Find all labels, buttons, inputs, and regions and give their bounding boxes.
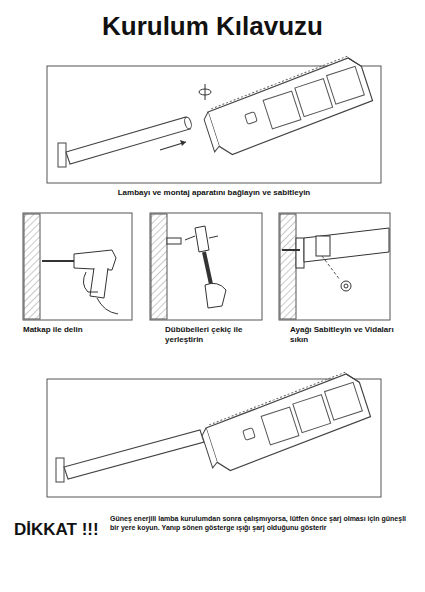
warning-heading: DİKKAT !!! xyxy=(14,519,109,540)
step-caption: Dübübelleri çekiç ile yerleştirin xyxy=(165,325,270,345)
step-caption: Ayağı Sabitleyin ve Vidaları sıkın xyxy=(290,325,395,345)
step-caption: Matkap ile delin xyxy=(23,325,138,335)
warning-note: Güneş enerjili lamba kurulumdan sonra ça… xyxy=(110,515,415,533)
title: Kurulum Kılavuzu xyxy=(0,10,425,43)
caption: Lambayı ve montaj aparatını bağlayın ve … xyxy=(47,188,381,198)
